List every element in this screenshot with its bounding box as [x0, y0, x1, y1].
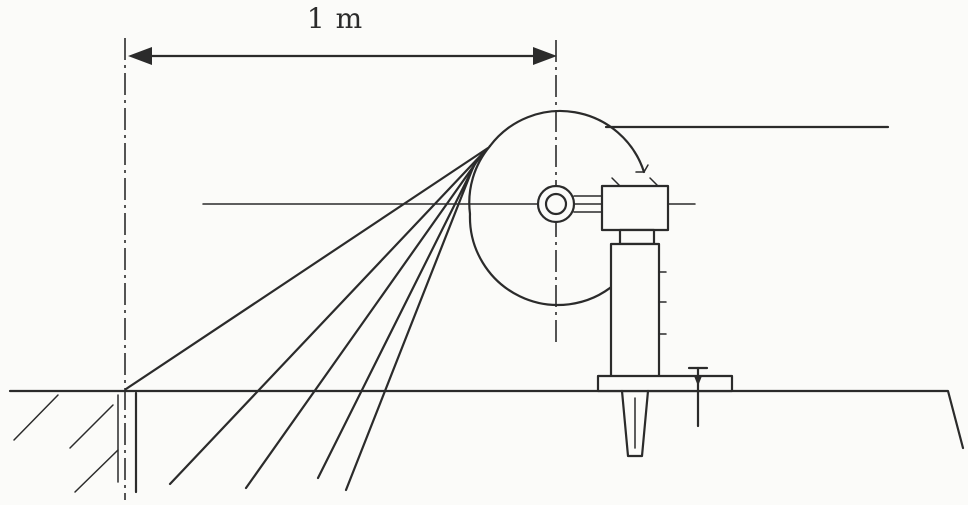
dimension-label: 1 m — [306, 2, 364, 35]
ground-surface — [8, 389, 965, 450]
post-collar — [618, 228, 656, 246]
cable-fan — [124, 146, 490, 492]
stake-icon — [620, 389, 650, 458]
reel-hub-icon — [536, 184, 576, 224]
ground-hatching — [13, 391, 138, 494]
base-plate — [596, 374, 734, 393]
reel-icon — [468, 109, 890, 307]
nail-icon — [687, 366, 709, 428]
support-post — [609, 242, 667, 380]
dimension-arrow-icon — [128, 47, 557, 65]
